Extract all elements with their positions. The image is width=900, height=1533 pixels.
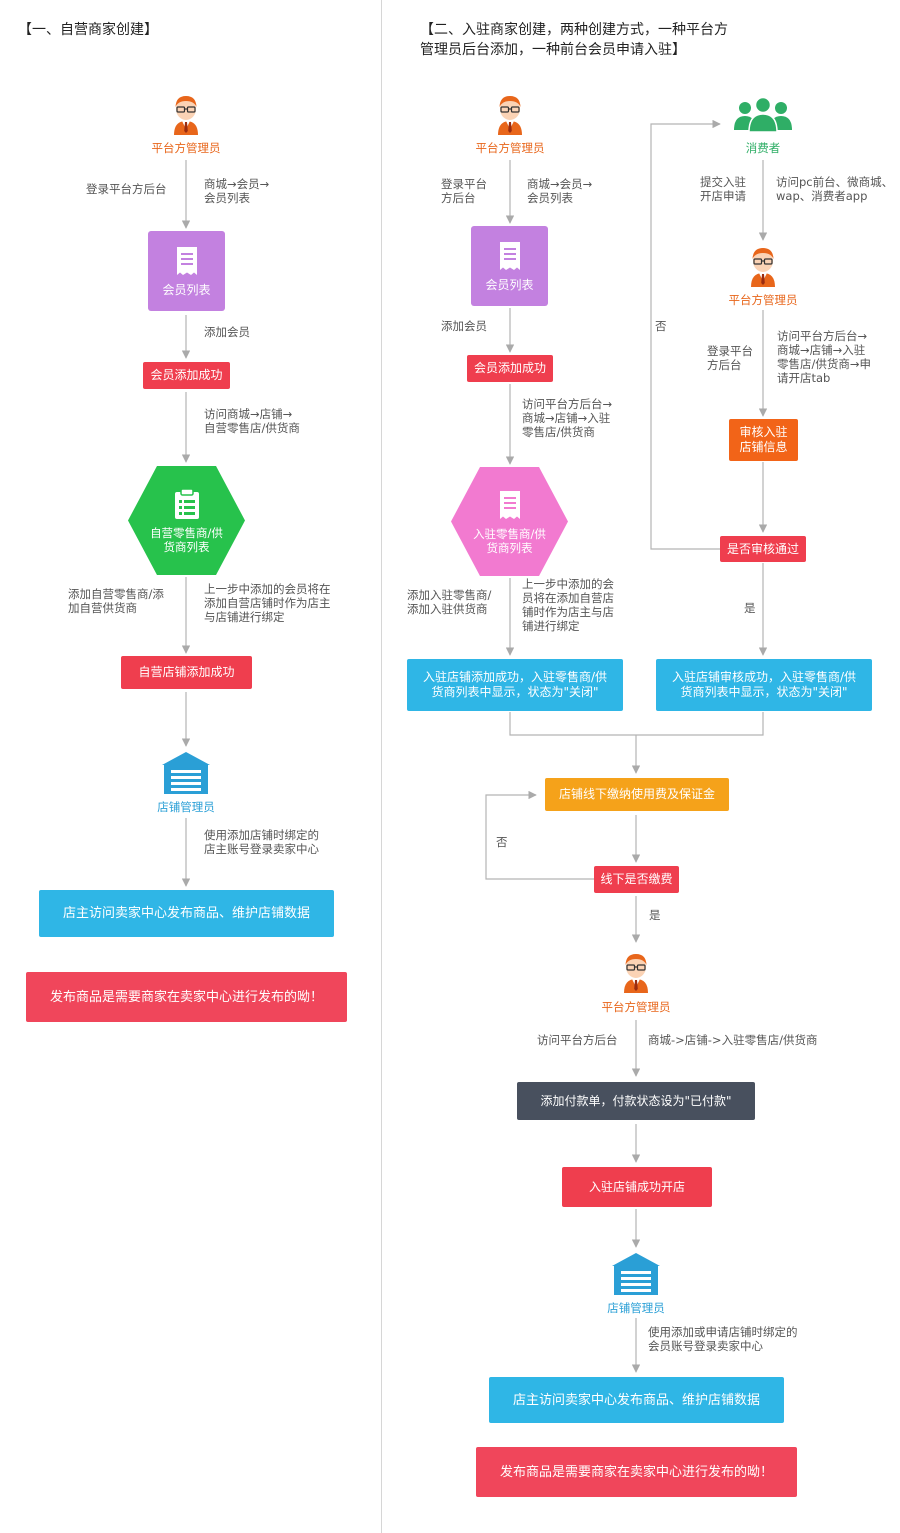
member-list-node: 会员列表 [148, 231, 225, 311]
add-self-text: 添加自营零售商/添 加自营供货商 [68, 587, 164, 615]
yes1-label: 是 [744, 601, 756, 615]
use-account-text: 使用添加店铺时绑定的 店主账号登录卖家中心 [204, 828, 319, 856]
admin3-label: 平台方管理员 [601, 1000, 671, 1014]
login2-text: 登录平台 方后台 [707, 344, 753, 372]
self-list-label: 自营零售商/供 货商列表 [150, 525, 223, 554]
login-text: 登录平台 方后台 [441, 177, 487, 205]
receipt-list-icon [499, 490, 520, 519]
admin-person-icon [169, 91, 203, 137]
add-payment-node: 添加付款单，付款状态设为"已付款" [517, 1082, 755, 1120]
store-added-node: 自营店铺添加成功 [121, 656, 252, 689]
receipt-list-icon [499, 241, 520, 270]
owner-visit-node: 店主访问卖家中心发布商品、维护店铺数据 [489, 1377, 784, 1423]
member-list-label: 会员列表 [162, 282, 211, 297]
visit-store-text: 访问商城→店铺→ 自营零售店/供货商 [204, 407, 300, 435]
no1-label: 否 [655, 319, 667, 333]
store-front-icon [161, 751, 211, 795]
publish-note: 发布商品是需要商家在卖家中心进行发布的呦！ [26, 972, 347, 1022]
submit-apply-text: 提交入驻 开店申请 [700, 175, 746, 203]
admin-label: 平台方管理员 [151, 141, 221, 155]
pay-offline-node: 店铺线下缴纳使用费及保证金 [545, 778, 729, 811]
audit-node: 审核入驻 店铺信息 [729, 419, 798, 461]
path-members-text: 商城→会员→ 会员列表 [204, 177, 270, 205]
visit3-text: 访问平台方后台 [537, 1033, 618, 1047]
visit2-text: 访问平台方后台→ 商城→店铺→入驻 零售店/供货商→申 请开店tab [777, 329, 872, 385]
path3-text: 商城->店铺->入驻零售店/供货商 [648, 1033, 818, 1047]
visit-front-text: 访问pc前台、微商城、 wap、消费者app [776, 175, 894, 203]
right-section-title: 【二、入驻商家创建，两种创建方式，一种平台方 管理员后台添加，一种前台会员申请入… [420, 22, 728, 58]
prev-step-text: 上一步中添加的会员将在 添加自营店铺时作为店主 与店铺进行绑定 [204, 582, 331, 624]
member-list-node: 会员列表 [471, 226, 548, 306]
open-success-node: 入驻店铺成功开店 [562, 1167, 712, 1207]
add-settle-text: 添加入驻零售商/ 添加入驻供货商 [407, 588, 492, 616]
admin-person-icon [619, 949, 653, 995]
no2-label: 否 [496, 835, 508, 849]
login-text: 登录平台方后台 [86, 182, 167, 196]
admin-person-icon [746, 243, 780, 289]
settle-added-node: 入驻店铺添加成功，入驻零售商/供 货商列表中显示，状态为"关闭" [407, 659, 623, 711]
owner-visit-node: 店主访问卖家中心发布商品、维护店铺数据 [39, 890, 334, 937]
admin-label: 平台方管理员 [475, 141, 545, 155]
prev-step-text: 上一步中添加的会 员将在添加自营店 铺时作为店主与店 铺进行绑定 [522, 577, 614, 633]
store-admin-label: 店铺管理员 [607, 1301, 665, 1315]
admin-person-icon [493, 91, 527, 137]
receipt-list-icon [176, 246, 197, 275]
publish-note: 发布商品是需要商家在卖家中心进行发布的呦！ [476, 1447, 797, 1497]
store-admin-label: 店铺管理员 [157, 800, 215, 814]
add-member-text: 添加会员 [204, 325, 250, 339]
clipboard-icon [174, 487, 199, 519]
member-added-node: 会员添加成功 [143, 362, 230, 389]
settle-list-label: 入驻零售商/供 货商列表 [473, 526, 546, 555]
member-list-label: 会员列表 [485, 277, 534, 292]
yes2-label: 是 [649, 908, 661, 922]
use-account-text: 使用添加或申请店铺时绑定的 会员账号登录卖家中心 [648, 1325, 798, 1353]
store-front-icon [611, 1252, 661, 1296]
visit-path-text: 访问平台方后台→ 商城→店铺→入驻 零售店/供货商 [522, 397, 613, 439]
admin2-label: 平台方管理员 [728, 293, 798, 307]
paid-decision: 线下是否缴费 [594, 866, 679, 893]
left-section-title: 【一、自营商家创建】 [18, 22, 158, 38]
path-members-text: 商城→会员→ 会员列表 [527, 177, 593, 205]
audit-success-node: 入驻店铺审核成功，入驻零售商/供 货商列表中显示，状态为"关闭" [656, 659, 872, 711]
column-divider [381, 0, 382, 1533]
add-member-text: 添加会员 [441, 319, 487, 333]
consumers-group-icon [733, 96, 793, 133]
consumer-label: 消费者 [745, 141, 781, 155]
self-list-node: 自营零售商/供 货商列表 [128, 466, 245, 575]
member-added-node: 会员添加成功 [467, 355, 553, 382]
passed-decision: 是否审核通过 [720, 536, 806, 562]
settle-list-node: 入驻零售商/供 货商列表 [451, 467, 568, 576]
